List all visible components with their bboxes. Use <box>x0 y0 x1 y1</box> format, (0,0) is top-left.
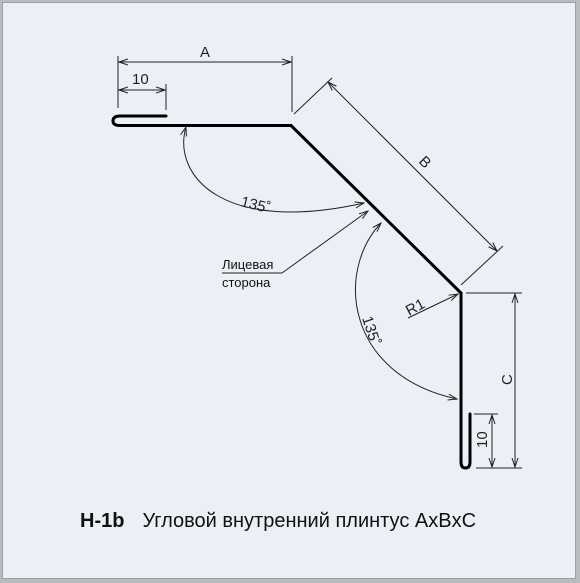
face-side-label-line1: Лицевая <box>222 257 273 272</box>
angle-upper-arc <box>184 127 364 213</box>
dim-c-label: C <box>499 374 516 385</box>
product-code: H-1b <box>80 510 125 532</box>
dim-10-top-label: 10 <box>132 71 149 88</box>
angle-lower-label: 135˚ <box>358 314 383 348</box>
dimension-c <box>466 292 522 469</box>
dimension-10-right <box>474 413 498 467</box>
radius-label: R1 <box>403 296 428 320</box>
angle-upper-label: 135˚ <box>239 193 272 217</box>
face-side-label-line2: сторона <box>222 275 271 290</box>
dim-10-right-label: 10 <box>474 431 491 448</box>
face-side-leader <box>222 211 368 274</box>
dim-a-label: A <box>200 44 210 61</box>
product-title: Угловой внутренний плинтус AxBxC <box>142 510 477 532</box>
angle-lower-arc <box>354 223 457 399</box>
dimension-a <box>117 56 293 112</box>
dim-b-label: B <box>415 153 434 172</box>
dimension-b <box>293 77 504 286</box>
radius-leader <box>407 294 458 319</box>
drawing-caption: H-1b Угловой внутренний плинтус AxBxC <box>80 510 476 533</box>
profile-outline <box>111 114 472 470</box>
dimension-10-top <box>119 84 167 110</box>
